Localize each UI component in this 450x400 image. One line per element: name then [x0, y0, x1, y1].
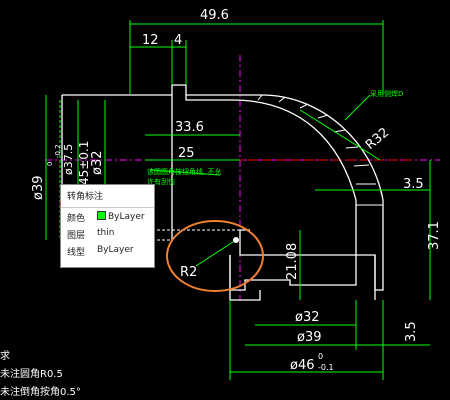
- color-swatch-icon: [97, 211, 106, 220]
- middle-note-2: 许有刮伤: [147, 177, 175, 186]
- vdim-phi37-5: ø37.5: [62, 144, 75, 175]
- dim-21-08: 21.08: [285, 243, 300, 280]
- dim-phi39: ø39: [297, 330, 322, 345]
- weld-hatching: [257, 94, 383, 206]
- dimension-lines: [45, 20, 431, 380]
- vdim-phi39: ø39: [31, 176, 46, 201]
- tooltip-value: ByLayer: [108, 212, 145, 222]
- note-leader: [149, 169, 221, 176]
- tooltip-value: ByLayer: [97, 245, 134, 255]
- note-line-3: 未注倒角按角0.5°: [0, 387, 81, 398]
- dim-3-5-right: 3.5: [403, 177, 424, 192]
- r2-highlight-circle: [166, 220, 264, 292]
- note-line-1: 求: [0, 351, 10, 362]
- dim-phi46-tol-lower: -0.1: [318, 363, 334, 372]
- note-line-2: 未注圆角R0.5: [0, 369, 63, 380]
- tooltip-row-color: 颜色 ByLayer: [67, 211, 145, 224]
- dim-37-1: 37.1: [427, 221, 442, 250]
- vdim-phi39-tol-upper: 0: [46, 162, 54, 166]
- r32-leader: [299, 109, 381, 161]
- dim-4: 4: [174, 33, 182, 48]
- tooltip-title: 转角标注: [67, 192, 104, 202]
- dim-phi46-tol-upper: 0: [318, 352, 323, 361]
- vdim-phi32: ø32: [90, 151, 105, 176]
- r2-leader: [195, 239, 237, 267]
- grip-point[interactable]: [233, 237, 239, 243]
- tooltip-row-layer: 图层 thin: [67, 228, 114, 241]
- middle-note: 该圆圆角按钮角线, 不允: [147, 167, 221, 176]
- tooltip-key: 图层: [67, 231, 86, 241]
- tooltip-row-linetype: 线型 ByLayer: [67, 245, 134, 258]
- dim-3-5-bottom: 3.5: [404, 321, 419, 342]
- dim-phi32: ø32: [295, 310, 320, 325]
- dim-phi46: ø46: [290, 358, 315, 373]
- vdim-phi39-tol-lower: -0.2: [54, 144, 62, 158]
- tooltip-value: thin: [97, 228, 115, 238]
- outer-profile: [62, 84, 384, 291]
- part-geometry: [61, 84, 384, 301]
- dim-25: 25: [178, 146, 195, 161]
- tooltip-key: 线型: [67, 248, 86, 258]
- tooltip-key: 颜色: [67, 214, 86, 224]
- tooltip-divider: [61, 207, 154, 208]
- dim-49-6: 49.6: [200, 8, 229, 23]
- weld-note: 采用侧焊D: [370, 89, 403, 98]
- bottom-step: [229, 255, 261, 301]
- dim-12: 12: [142, 33, 159, 48]
- corner-dimension-tooltip: 转角标注 颜色 ByLayer 图层 thin 线型 ByLayer: [60, 184, 155, 268]
- dim-33-6: 33.6: [175, 120, 204, 135]
- dim-r2: R2: [180, 265, 197, 280]
- weld-leader: [344, 94, 371, 121]
- vdim-45: 45±0.1: [77, 141, 91, 185]
- inner-profile: [185, 95, 357, 291]
